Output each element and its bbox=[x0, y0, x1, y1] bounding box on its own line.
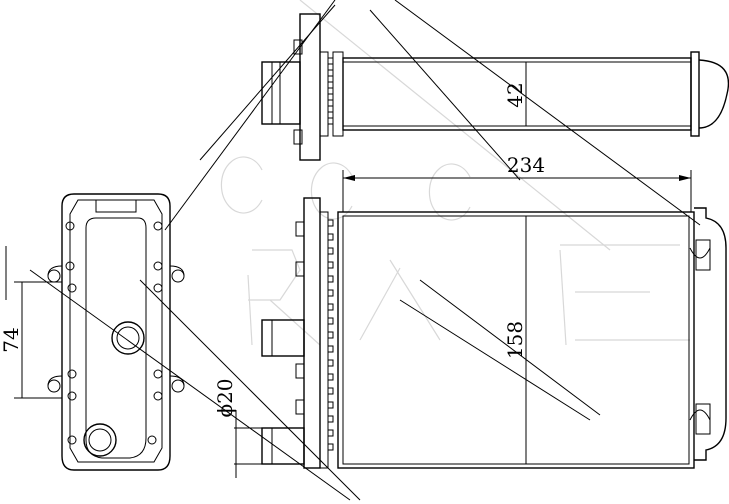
front-view-core: 158 ϕ20 bbox=[213, 197, 727, 478]
dim-overall-length: 234 bbox=[507, 153, 545, 177]
watermark-logo bbox=[220, 0, 690, 346]
dim-port-spacing: 74 bbox=[0, 327, 23, 352]
dim-core-height: 158 bbox=[503, 321, 527, 359]
dim-overall-length-group: 234 bbox=[342, 153, 692, 212]
dim-tank-height: 42 bbox=[503, 82, 527, 107]
top-view-tank: 42 bbox=[261, 13, 729, 161]
watermark-strokes bbox=[29, 0, 701, 501]
dim-pipe-diameter: ϕ20 bbox=[213, 378, 237, 417]
top-flange-serrations bbox=[319, 51, 344, 137]
side-view-plate: 74 bbox=[0, 193, 185, 471]
front-flange-serrations bbox=[295, 211, 334, 469]
